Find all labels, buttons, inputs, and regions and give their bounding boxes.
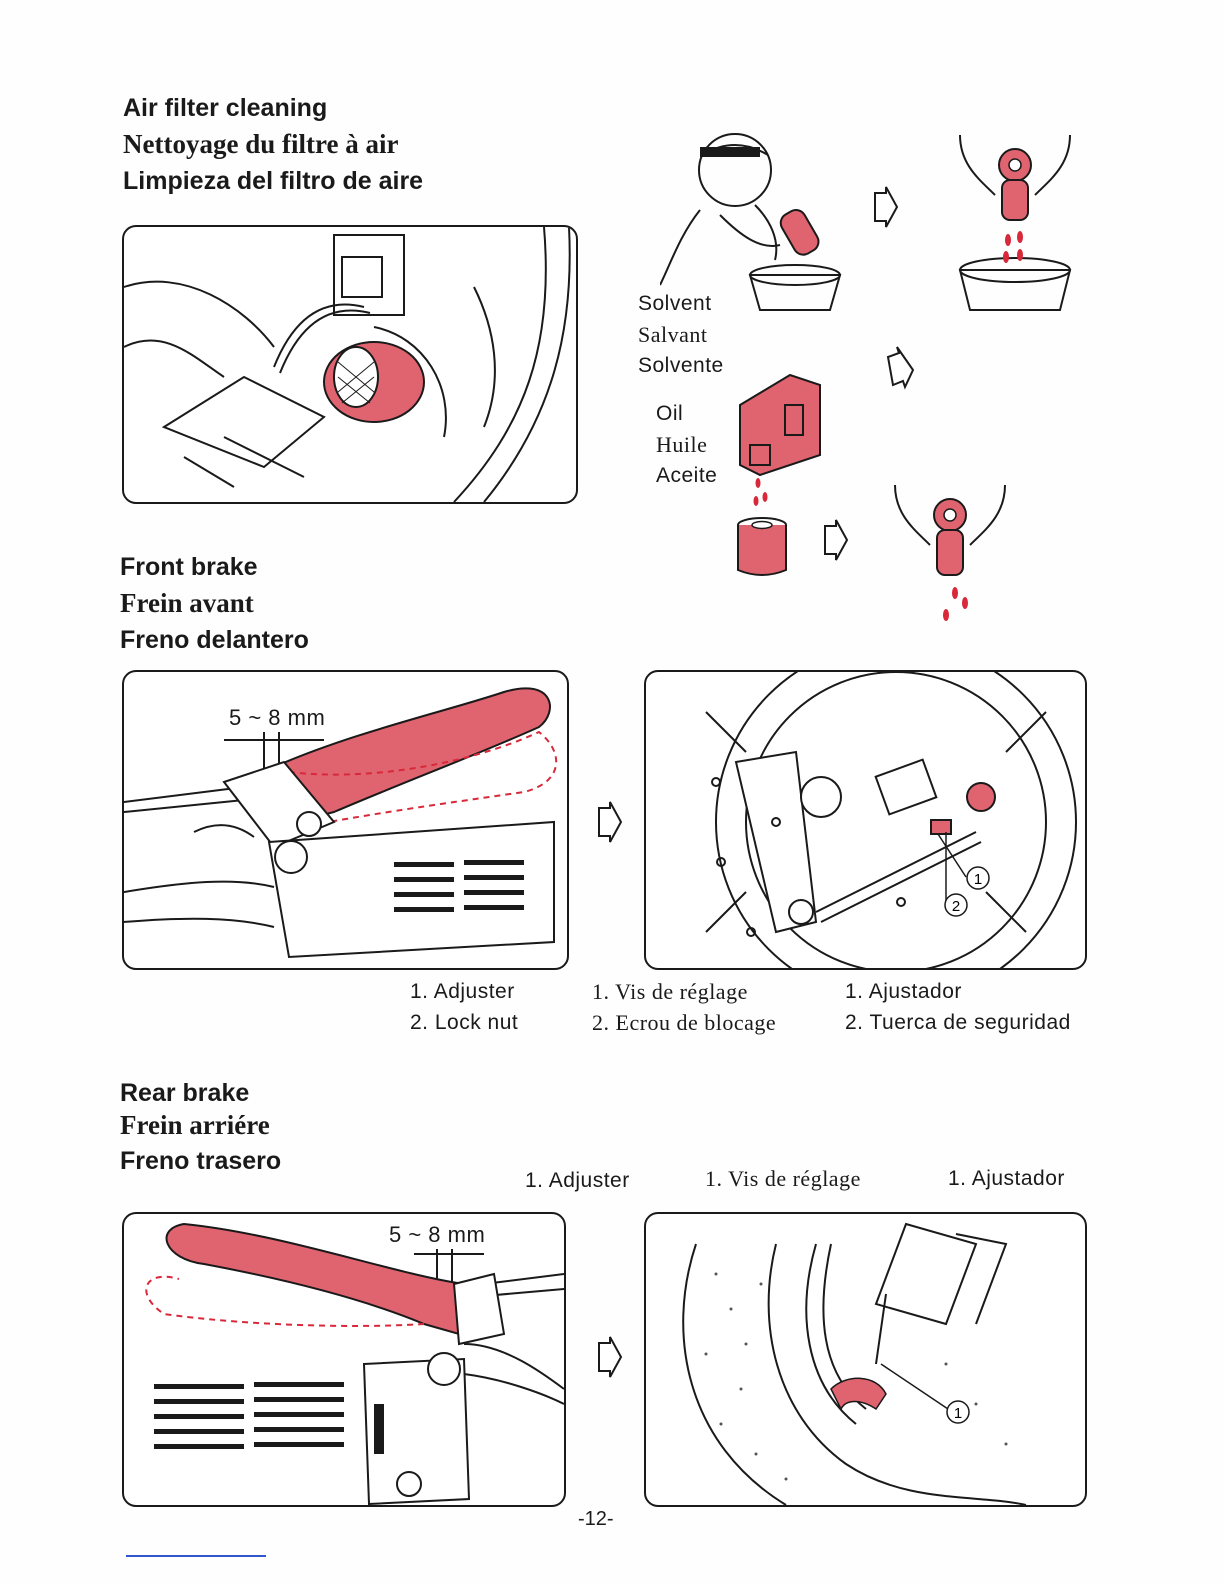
- air-filter-title-en: Air filter cleaning: [123, 90, 327, 126]
- rear-brake-hub-panel: 1: [644, 1212, 1087, 1507]
- rear-hub-drawing: 1: [646, 1214, 1085, 1505]
- squeeze-solvent-drawing: [940, 125, 1090, 320]
- air-filter-title-fr: Nettoyage du filtre à air: [123, 126, 398, 162]
- arrow-right-icon-4: [594, 1335, 624, 1380]
- solvent-label-en: Solvent: [638, 288, 712, 319]
- arrow-down-right-icon: [885, 345, 915, 390]
- oil-can-drawing: [730, 365, 830, 585]
- front-brake-lever-panel: 5 ~ 8 mm: [122, 670, 569, 970]
- page-number: -12-: [578, 1508, 614, 1531]
- rear-lever-drawing: [124, 1214, 564, 1505]
- rear-legend-es: 1. Ajustador: [948, 1163, 1065, 1194]
- rear-legend-en: 1. Adjuster: [525, 1165, 630, 1196]
- arrow-right-icon-2: [820, 518, 850, 563]
- front-hub-drawing: 1 2: [646, 672, 1085, 968]
- rear-brake-lever-panel: 5 ~ 8 mm: [122, 1212, 566, 1507]
- solvent-label-fr: Salvant: [638, 319, 708, 350]
- callout-2-front: 2: [952, 898, 960, 915]
- engine-drawing: [124, 227, 576, 502]
- front-legend-fr-2: 2. Ecrou de blocage: [592, 1007, 776, 1038]
- callout-1-front: 1: [974, 871, 982, 888]
- front-legend-en-2: 2. Lock nut: [410, 1007, 518, 1038]
- air-filter-title-es: Limpieza del filtro de aire: [123, 163, 423, 199]
- front-brake-title-en: Front brake: [120, 549, 258, 585]
- front-legend-en-1: 1. Adjuster: [410, 976, 515, 1007]
- front-gap-label: 5 ~ 8 mm: [229, 702, 325, 733]
- front-legend-fr-1: 1. Vis de réglage: [592, 976, 748, 1007]
- front-legend-es-1: 1. Ajustador: [845, 976, 962, 1007]
- squeeze-oil-drawing: [880, 475, 1020, 625]
- oil-label-en: Oil: [656, 398, 683, 429]
- front-legend-es-2: 2. Tuerca de seguridad: [845, 1007, 1071, 1038]
- callout-1-rear: 1: [954, 1405, 962, 1422]
- front-brake-hub-panel: 1 2: [644, 670, 1087, 970]
- footer-rule: [126, 1555, 266, 1557]
- front-brake-title-fr: Frein avant: [120, 585, 254, 621]
- rear-brake-title-en: Rear brake: [120, 1075, 249, 1111]
- rear-brake-title-es: Freno trasero: [120, 1143, 281, 1179]
- solvent-label-es: Solvente: [638, 350, 724, 381]
- arrow-right-icon: [870, 185, 900, 230]
- front-lever-drawing: [124, 672, 567, 968]
- rear-brake-title-fr: Frein arriére: [120, 1107, 270, 1143]
- arrow-right-icon-3: [594, 800, 624, 845]
- air-filter-illustration: [122, 225, 578, 504]
- oil-label-es: Aceite: [656, 460, 717, 491]
- rear-legend-fr: 1. Vis de réglage: [705, 1163, 861, 1194]
- oil-label-fr: Huile: [656, 429, 707, 460]
- rear-gap-label: 5 ~ 8 mm: [389, 1219, 485, 1250]
- front-brake-title-es: Freno delantero: [120, 622, 309, 658]
